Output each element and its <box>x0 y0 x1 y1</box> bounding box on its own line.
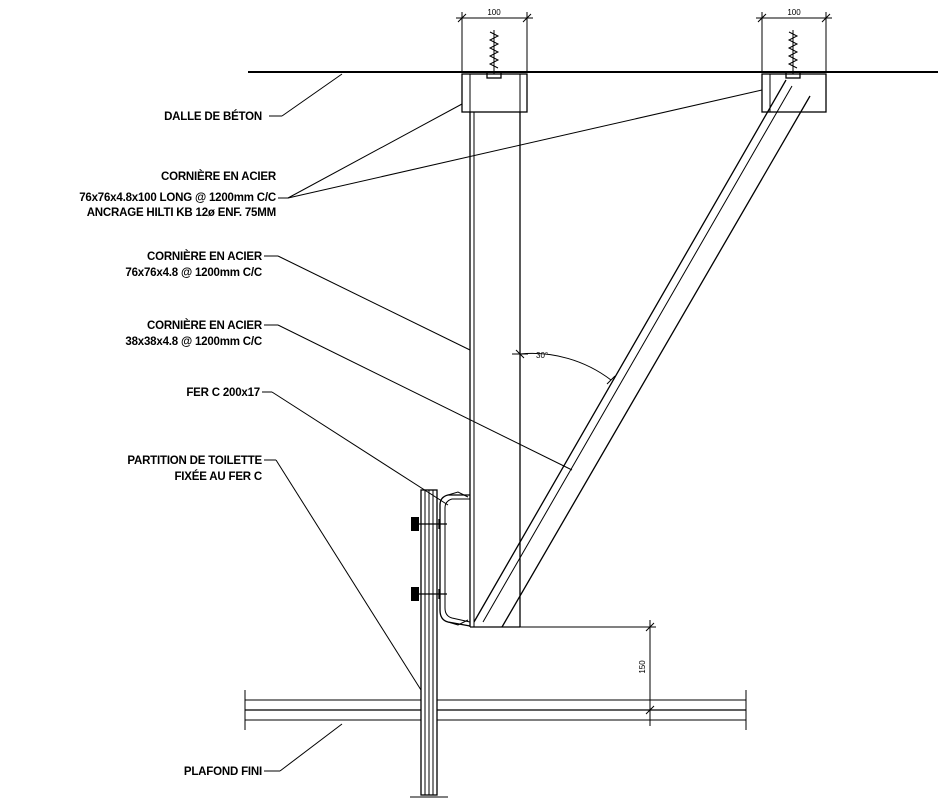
c-channel <box>439 491 471 627</box>
right-anchor-dimension-text: 100 <box>787 8 801 17</box>
label-anchor-angle-line2: 76x76x4.8x100 LONG @ 1200mm C/C <box>79 192 276 204</box>
right-anchor-angle <box>761 73 827 113</box>
label-anchor-angle-line3: ANCRAGE HILTI KB 12ø ENF. 75MM <box>87 207 276 219</box>
label-anchor-angle-line1: CORNIÈRE EN ACIER <box>161 170 277 183</box>
label-brace-line1: CORNIÈRE EN ACIER <box>147 319 263 332</box>
label-ceiling: PLAFOND FINI <box>184 766 262 778</box>
leader-vertical-angle <box>264 255 471 351</box>
right-anchor-dimension <box>756 12 832 72</box>
diagonal-steel-brace <box>473 79 811 628</box>
label-partition-line2: FIXÉE AU FER C <box>174 470 262 483</box>
label-vertical-angle-line2: 76x76x4.8 @ 1200mm C/C <box>125 267 262 279</box>
label-vertical-angle-line1: CORNIÈRE EN ACIER <box>147 250 263 263</box>
left-anchor-angle <box>461 73 528 113</box>
label-slab: DALLE DE BÉTON <box>164 110 262 123</box>
leader-partition <box>264 459 422 691</box>
leader-channel <box>262 391 449 506</box>
label-channel: FER C 200x17 <box>186 387 260 399</box>
ceiling-gap-dimension <box>520 620 656 726</box>
partition-bolt-lower <box>411 587 447 601</box>
finished-ceiling <box>244 690 747 730</box>
brace-angle-dimension <box>512 349 616 385</box>
left-anchor-bolt <box>486 30 502 79</box>
toilet-partition <box>410 489 448 798</box>
ceiling-gap-dimension-text: 150 <box>638 660 647 674</box>
leader-slab <box>269 73 343 117</box>
label-brace-line2: 38x38x4.8 @ 1200mm C/C <box>125 336 262 348</box>
left-anchor-dimension-text: 100 <box>487 8 501 17</box>
left-anchor-dimension <box>456 12 533 72</box>
brace-angle-text: 30° <box>536 351 548 360</box>
partition-bolt-upper <box>411 517 447 531</box>
leader-brace <box>264 324 573 471</box>
label-partition-line1: PARTITION DE TOILETTE <box>127 455 262 467</box>
leader-ceiling <box>264 723 343 772</box>
vertical-steel-angle <box>469 112 521 628</box>
leader-anchor-angles <box>278 89 763 199</box>
right-anchor-bolt <box>785 30 801 79</box>
